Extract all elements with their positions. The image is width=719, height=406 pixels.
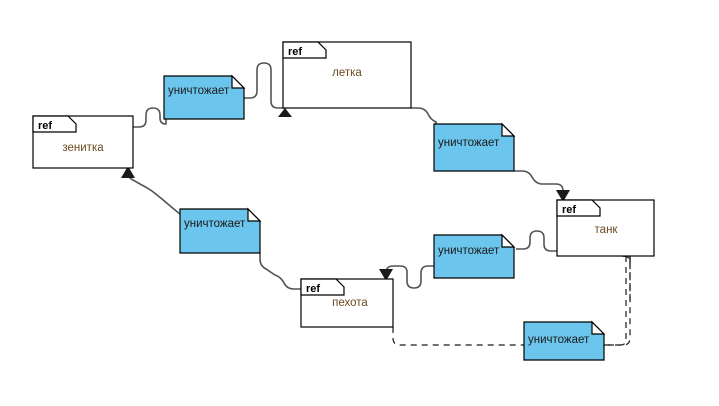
ref-frame-zenitka[interactable]: ref зенитка: [32, 115, 134, 169]
ref-frame-tank[interactable]: ref танк: [556, 199, 655, 257]
ref-frame-title: пехота: [332, 297, 368, 309]
conn-zenitka-to-note1[interactable]: [133, 107, 167, 128]
note-pehota-zenitka[interactable]: уничтожает: [179, 207, 262, 254]
conn-note4-to-zenitka[interactable]: [121, 166, 181, 215]
note-label: уничтожает: [168, 85, 230, 97]
note-label: уничтожает: [438, 137, 500, 149]
conn-tank-bottom-dashed[interactable]: [604, 256, 627, 346]
note-label: уничтожает: [438, 245, 500, 257]
conn-note1-to-letka[interactable]: [244, 62, 292, 117]
ref-frame-pehota[interactable]: ref пехота: [300, 278, 394, 328]
ref-tab-label: ref: [306, 283, 320, 295]
ref-frame-title: летка: [332, 67, 362, 79]
note-tank-dashed[interactable]: уничтожает: [523, 320, 606, 361]
ref-tab-label: ref: [38, 120, 52, 132]
conn-tank-to-note3[interactable]: [516, 230, 557, 252]
conn-note3-to-pehota[interactable]: [379, 265, 434, 289]
note-label: уничтожает: [184, 218, 246, 230]
conn-note2-to-tank[interactable]: [514, 170, 570, 202]
conn-pehota-to-note5[interactable]: [392, 327, 524, 346]
ref-tab-label: ref: [562, 204, 576, 216]
ref-frame-letka[interactable]: ref летка: [282, 41, 412, 109]
note-tank-pehota[interactable]: уничтожает: [433, 233, 516, 279]
note-zenitka-letka[interactable]: уничтожает: [163, 74, 246, 120]
conn-pehota-to-note4[interactable]: [259, 253, 301, 290]
ref-frame-title: танк: [595, 224, 619, 236]
note-label: уничтожает: [528, 334, 590, 346]
ref-tab-label: ref: [288, 46, 302, 58]
ref-frame-title: зенитка: [62, 142, 104, 154]
conn-letka-to-note2[interactable]: [411, 107, 437, 124]
note-letka-tank[interactable]: уничтожает: [433, 122, 516, 172]
